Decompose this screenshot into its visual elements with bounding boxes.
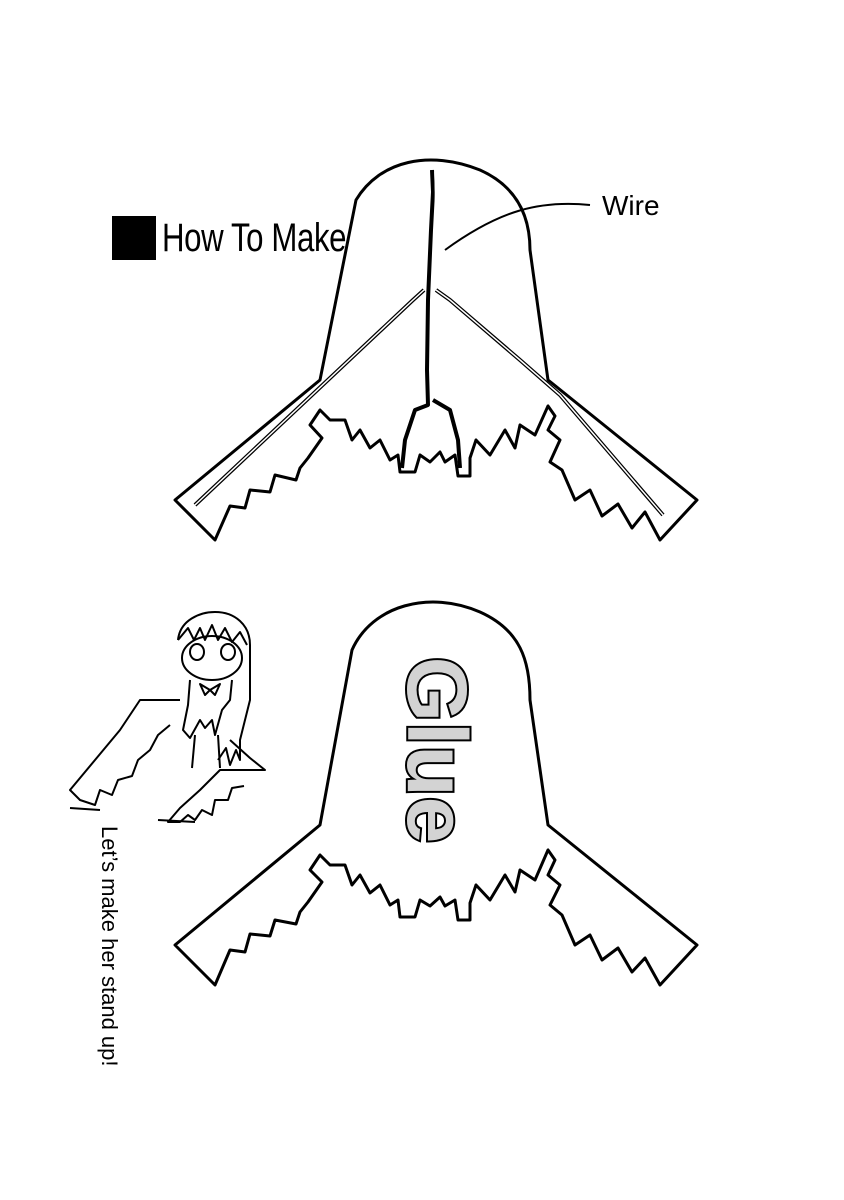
chibi-figure — [69, 611, 266, 823]
stand-up-caption: Let’s make her stand up! — [97, 826, 122, 1067]
figure-cape-left — [69, 699, 180, 806]
figure-cape-right — [167, 739, 266, 823]
wire-left-inner — [194, 289, 425, 506]
heading-square-icon — [112, 216, 156, 260]
figure-bangs — [177, 624, 248, 646]
wire-right-inner — [435, 289, 664, 516]
figure-face — [181, 635, 243, 681]
heading-title: How To Make — [162, 215, 347, 260]
figure-bow — [199, 683, 221, 696]
wire-center-inner — [430, 171, 437, 401]
cape-cutout-with-wire — [173, 158, 699, 542]
page-heading: How To Make — [112, 214, 398, 262]
cape-outline-bottom — [173, 600, 699, 987]
figure-eye-right — [220, 643, 236, 661]
figure-legs — [191, 734, 221, 769]
cape-cutout-with-glue — [173, 600, 699, 987]
glue-label: Glue — [388, 655, 486, 846]
figure-eye-left — [189, 643, 205, 661]
figure-ground-left — [69, 807, 101, 811]
wire-right — [434, 288, 665, 517]
cape-outline-top — [173, 158, 699, 542]
figure-body — [182, 679, 233, 739]
glue-text: Glue — [390, 657, 484, 844]
wire-label: Wire — [602, 190, 660, 221]
figure-ground-right — [157, 819, 196, 823]
wire-leader-line — [444, 202, 591, 251]
wire-center — [400, 169, 462, 469]
